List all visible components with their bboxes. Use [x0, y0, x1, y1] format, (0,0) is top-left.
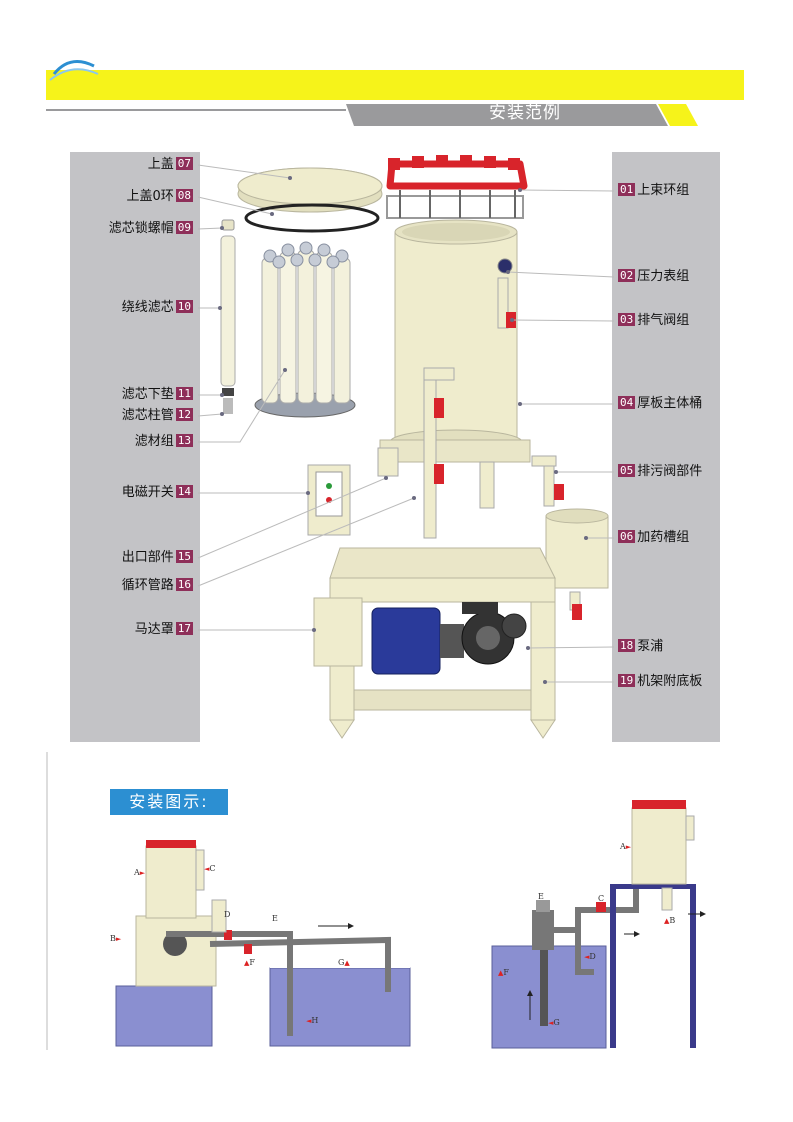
lock-nut — [221, 219, 235, 231]
left-marker-d: D — [224, 910, 231, 919]
left-marker-f: ▲F — [244, 958, 255, 967]
left-marker-c: ◄C — [204, 864, 216, 873]
left-marker-b: B► — [110, 934, 122, 943]
right-marker-f: ▲F — [498, 968, 509, 977]
right-marker-c: C — [598, 894, 605, 903]
dosing-tank — [545, 508, 609, 620]
pressure-gauge-icon — [497, 258, 513, 274]
right-marker-g: ◄G — [548, 1018, 560, 1027]
o-ring — [244, 203, 380, 233]
single-cartridge — [220, 235, 236, 387]
left-parts-panel — [70, 152, 200, 742]
motor-pump — [371, 602, 527, 675]
install-section-title: 安装图示: — [110, 789, 228, 815]
right-marker-a: A► — [620, 842, 632, 851]
right-marker-e: E — [538, 892, 544, 901]
electrical-switch — [307, 464, 351, 536]
motor-cover — [313, 597, 363, 667]
left-marker-e: E — [272, 914, 278, 923]
right-marker-b: ▲B — [664, 916, 676, 925]
left-marker-a: A► — [134, 868, 146, 877]
logo-swoosh-icon — [49, 60, 99, 81]
page-title: 安装范例 — [489, 103, 561, 123]
clamp-ring — [386, 155, 528, 219]
main-tank — [379, 219, 531, 463]
install-right-scene — [491, 800, 706, 1049]
left-marker-g: G▲ — [338, 958, 350, 967]
title-bar — [46, 100, 744, 126]
cartridge-bundle — [254, 241, 356, 418]
left-marker-h: ◄H — [306, 1016, 319, 1025]
install-left-scene — [46, 752, 411, 1050]
right-marker-d: ◄D — [584, 952, 596, 961]
header-band — [46, 70, 744, 100]
